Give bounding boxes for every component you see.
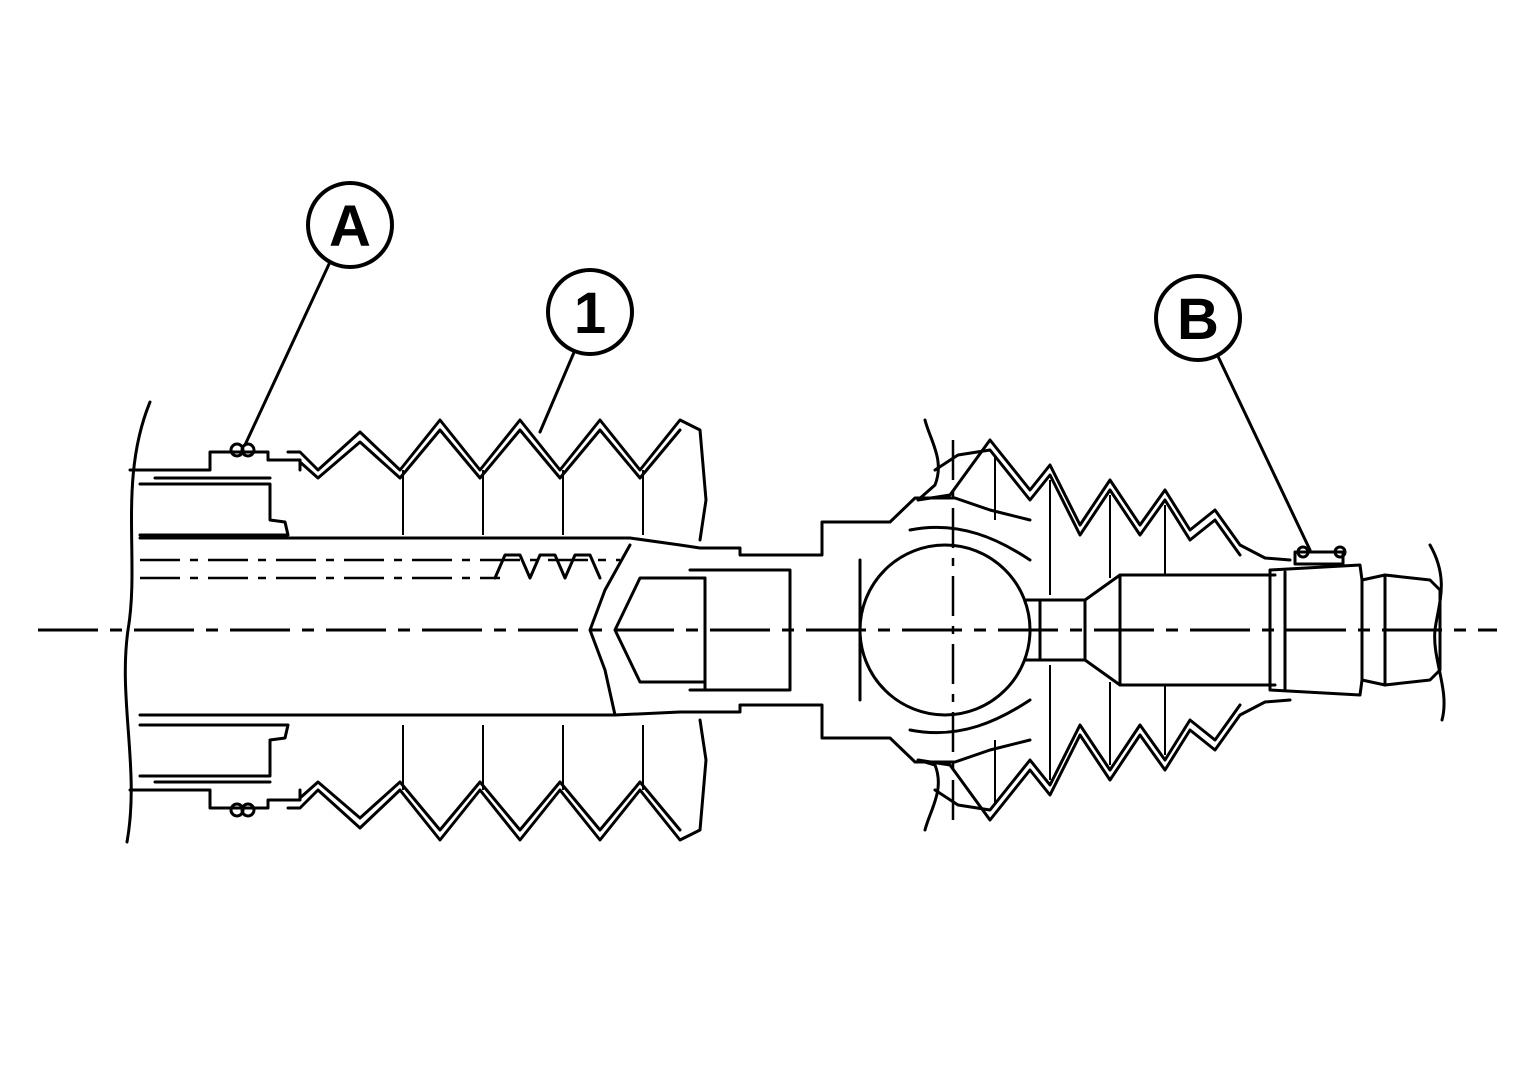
- clamp-b: [1293, 545, 1347, 566]
- callout-b-label: B: [1177, 287, 1219, 352]
- housing-tube-top: [128, 450, 302, 472]
- small-boot-bottom: [916, 698, 1292, 832]
- small-boot-top: [916, 418, 1292, 562]
- housing-tube-bottom: [128, 788, 302, 810]
- clamp-a-bottom: [229, 802, 256, 818]
- leader-b: [1213, 348, 1312, 552]
- callout-a-label: A: [329, 194, 371, 259]
- callout-1-label: 1: [574, 281, 606, 346]
- callout-1: 1: [546, 268, 634, 356]
- shaft-break-line-right: [1428, 543, 1446, 722]
- large-boot-bottom: [286, 718, 708, 842]
- large-boot-ribs: [402, 470, 644, 790]
- clamp-a-top: [229, 442, 256, 458]
- rack-cone-tip: [613, 576, 707, 684]
- large-boot-top: [286, 418, 708, 542]
- small-boot-ribs: [994, 455, 1166, 805]
- inner-socket: [628, 496, 1032, 557]
- leader-a: [243, 260, 332, 447]
- housing-break-line-left: [123, 400, 152, 844]
- callout-a: A: [306, 181, 394, 269]
- rack-teeth: [493, 553, 602, 580]
- callout-b: B: [1154, 274, 1242, 362]
- leader-1: [538, 348, 577, 434]
